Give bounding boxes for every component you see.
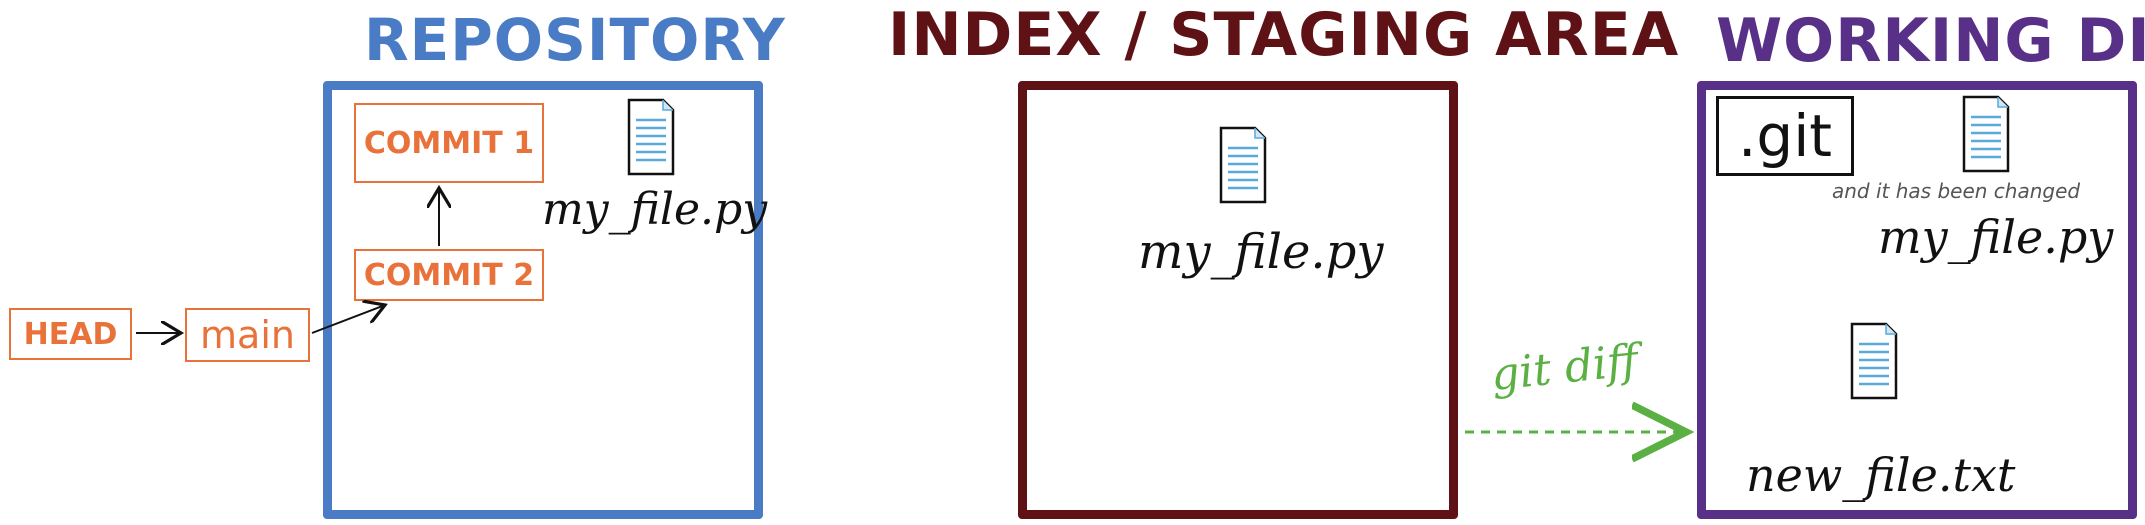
working-dir-title: WORKING DIR [1716,6,2145,76]
staging-frame [1018,81,1458,519]
working-dir-frame [1697,81,2137,519]
commit-1: COMMIT 1 [354,103,544,183]
new-filename: new_file.txt [1746,448,2016,502]
repo-file-icon [627,98,675,176]
staged-file-icon [1219,126,1267,204]
working-filename: my_file.py [1878,210,2114,264]
new-file-icon [1850,322,1898,400]
staged-filename: my_file.py [1138,224,1384,280]
commit-2: COMMIT 2 [354,249,544,301]
main-to-commit2-arrow-icon [311,305,385,334]
repository-frame [323,81,763,519]
changed-note: and it has been changed [1832,179,2081,203]
staging-title: INDEX / STAGING AREA [888,0,1680,70]
head-ref: HEAD [9,308,132,360]
repository-title: REPOSITORY [364,6,786,74]
git-folder-label: .git [1737,102,1833,170]
main-branch-ref: main [185,308,310,362]
git-folder: .git [1716,96,1854,176]
repo-filename: my_file.py [542,184,768,235]
working-file-icon [1962,95,2010,173]
